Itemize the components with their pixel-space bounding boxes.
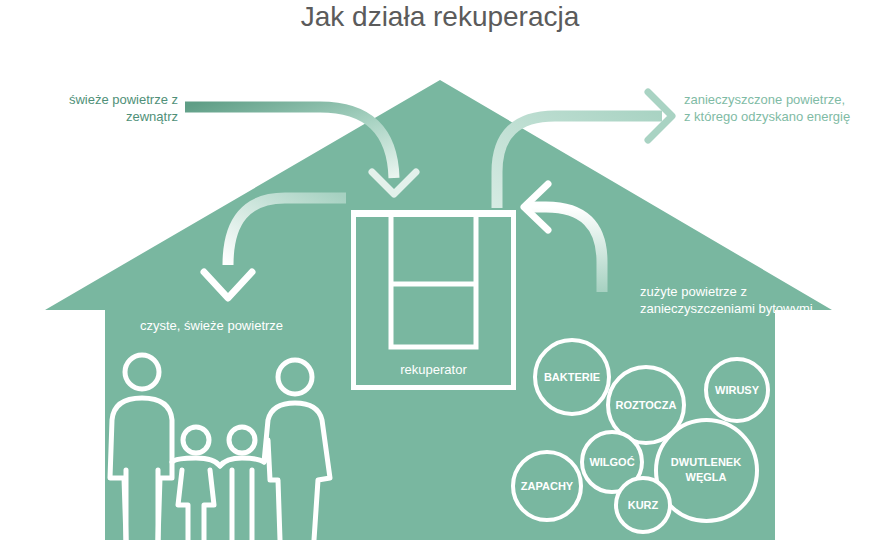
flow-label: świeże powietrze z zewnątrz [50, 92, 178, 126]
diagram-title: Jak działa rekuperacja [0, 2, 880, 33]
recuperator-box: rekuperator [351, 210, 516, 390]
recuperator-core [356, 217, 511, 385]
pollutant-circle: ZAPACHY [511, 450, 583, 522]
device-label: rekuperator [356, 362, 511, 377]
arrow-head [648, 92, 672, 140]
clean-air-arrow [228, 198, 346, 265]
pollutant-label: BAKTERIE [544, 370, 600, 385]
flow-label: zużyte powietrze z zanieczyszczeniami by… [640, 284, 830, 318]
pollutant-circle: BAKTERIE [533, 338, 611, 416]
pollutant-label: KURZ [628, 498, 659, 513]
pollutant-circle: KURZ [614, 476, 672, 534]
pollutant-label: WILGOĆ [589, 455, 634, 470]
heat-exchanger [391, 217, 476, 347]
pollutant-label: WIRUSY [715, 383, 759, 398]
pollutant-label: DWUTLENEK WĘGLA [663, 455, 750, 485]
pollutant-circle: WIRUSY [704, 357, 770, 423]
pollutant-label: ZAPACHY [521, 479, 573, 494]
house-shape [45, 80, 832, 540]
arrow-head [524, 184, 548, 230]
exhaust-arrow [497, 116, 662, 208]
arrow-head [372, 172, 416, 194]
arrow-head [204, 272, 252, 298]
pollutant-label: ROZTOCZA [616, 398, 677, 413]
flow-label: zanieczyszczone powietrze, z którego odz… [684, 92, 854, 126]
fresh-air-arrow [185, 107, 394, 178]
flow-label: czyste, świeże powietrze [140, 318, 340, 335]
family-figure [110, 355, 330, 540]
